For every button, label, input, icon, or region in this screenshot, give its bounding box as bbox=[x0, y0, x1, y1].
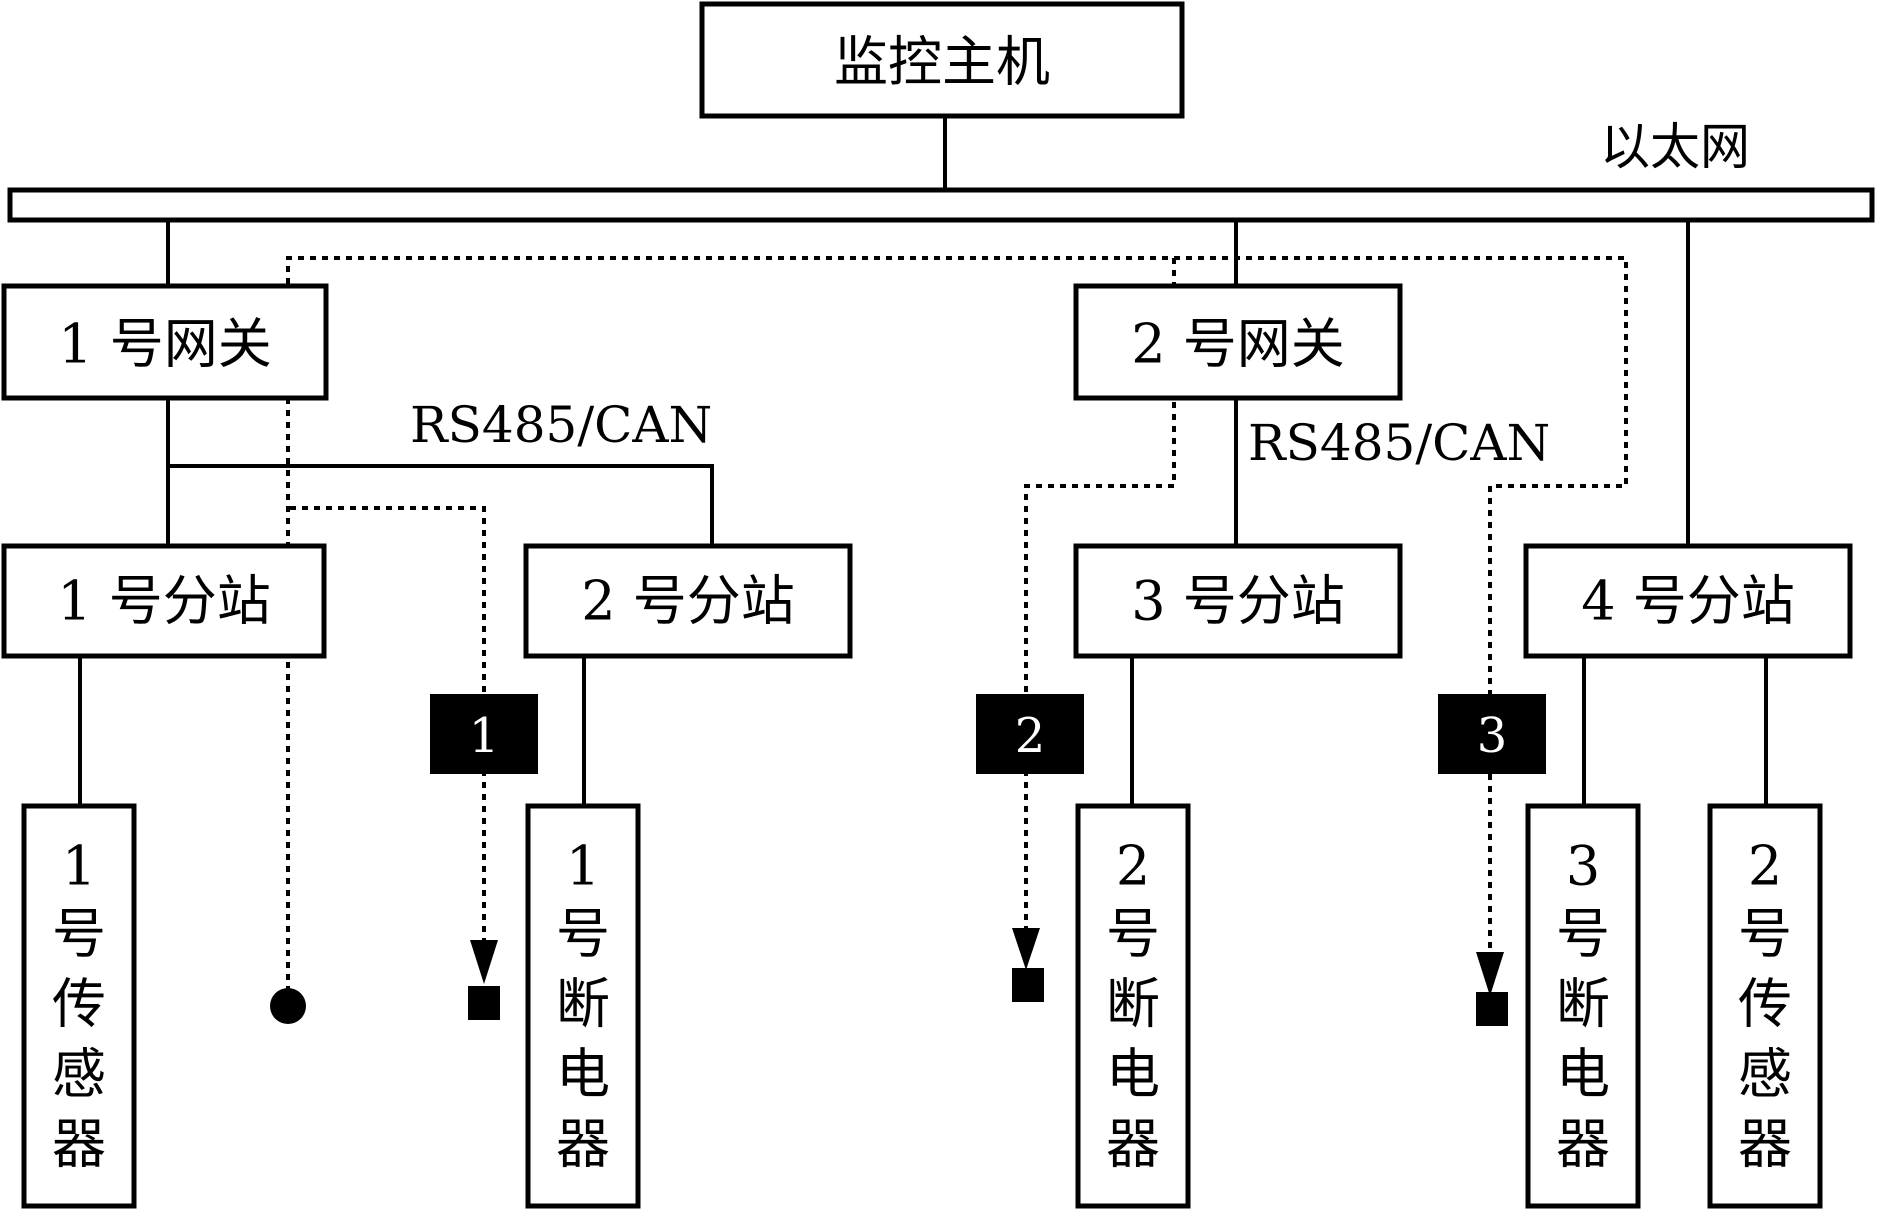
badge-2 bbox=[976, 694, 1084, 774]
sensor-1-char-2: 号 bbox=[52, 903, 106, 966]
breaker-3-char-4: 电 bbox=[1556, 1043, 1610, 1106]
substation-3-box bbox=[1073, 543, 1403, 659]
gateway-2-box bbox=[1073, 283, 1403, 401]
substation-4-label: 4 号分站 bbox=[1581, 570, 1795, 633]
breaker-2-char-3: 断 bbox=[1106, 973, 1160, 1036]
monitoring-host-box bbox=[699, 1, 1185, 119]
endpoint-square-1-icon bbox=[468, 986, 500, 1020]
gateway-1-to-substation-2-link bbox=[168, 464, 714, 544]
fieldbus-label-1: RS485/CAN bbox=[410, 396, 712, 454]
arrowhead-2-icon bbox=[1012, 928, 1040, 970]
gateway-1-label: 1 号网关 bbox=[58, 313, 272, 376]
breaker-1-char-2: 号 bbox=[556, 903, 610, 966]
breaker-1-char-1: 1 bbox=[566, 835, 600, 898]
sensor-2-char-2: 号 bbox=[1738, 903, 1792, 966]
breaker-3-char-1: 3 bbox=[1566, 835, 1600, 898]
control-path-1 bbox=[290, 506, 486, 940]
arrowhead-1-icon bbox=[470, 940, 498, 984]
breaker-1-box bbox=[525, 803, 641, 1209]
badge-3 bbox=[1438, 694, 1546, 774]
badge-1 bbox=[430, 694, 538, 774]
substation-4-box bbox=[1523, 543, 1853, 659]
origin-dot-icon bbox=[270, 988, 306, 1024]
endpoint-square-3-icon bbox=[1476, 992, 1508, 1026]
breaker-2-char-5: 器 bbox=[1106, 1113, 1160, 1176]
sensor-2-box bbox=[1707, 803, 1823, 1209]
breaker-3-char-2: 号 bbox=[1556, 903, 1610, 966]
breaker-2-char-2: 号 bbox=[1106, 903, 1160, 966]
badge-3-label: 3 bbox=[1477, 708, 1508, 764]
endpoint-square-2-icon bbox=[1012, 968, 1044, 1002]
substation-1-label: 1 号分站 bbox=[57, 570, 271, 633]
breaker-1-char-5: 器 bbox=[556, 1113, 610, 1176]
breaker-3-char-5: 器 bbox=[1556, 1113, 1610, 1176]
breaker-3-box bbox=[1525, 803, 1641, 1209]
gateway-2-label: 2 号网关 bbox=[1131, 313, 1345, 376]
sensor-1-char-5: 器 bbox=[52, 1113, 106, 1176]
breaker-2-box bbox=[1075, 803, 1191, 1209]
sensor-1: 1 号 传 感 器 bbox=[21, 803, 137, 1209]
breaker-1-char-4: 电 bbox=[556, 1043, 610, 1106]
substation-1-box bbox=[1, 543, 327, 659]
solid-connections bbox=[78, 118, 1768, 806]
badge-2-label: 2 bbox=[1015, 708, 1046, 764]
breaker-3: 3 号 断 电 器 bbox=[1525, 803, 1641, 1209]
breaker-2: 2 号 断 电 器 bbox=[1075, 803, 1191, 1209]
substation-3-label: 3 号分站 bbox=[1131, 570, 1345, 633]
gateway-1-box bbox=[1, 283, 329, 401]
substation-2-label: 2 号分站 bbox=[581, 570, 795, 633]
breaker-1: 1 号 断 电 器 bbox=[525, 803, 641, 1209]
sensor-1-char-1: 1 bbox=[62, 835, 96, 898]
monitoring-host-label: 监控主机 bbox=[834, 31, 1050, 94]
fieldbus-label-2: RS485/CAN bbox=[1248, 414, 1550, 472]
sensor-2-char-1: 2 bbox=[1748, 835, 1782, 898]
substation-2-box bbox=[523, 543, 853, 659]
ethernet-bus-label: 以太网 bbox=[1600, 118, 1750, 176]
breaker-2-char-4: 电 bbox=[1106, 1043, 1160, 1106]
breaker-3-char-3: 断 bbox=[1556, 973, 1610, 1036]
sensor-2-char-5: 器 bbox=[1738, 1113, 1792, 1176]
sensor-1-char-3: 传 bbox=[52, 973, 106, 1036]
dashed-control-paths bbox=[286, 256, 1628, 992]
arrowhead-3-icon bbox=[1476, 952, 1504, 996]
sensor-2-char-4: 感 bbox=[1738, 1043, 1792, 1106]
sensor-1-char-4: 感 bbox=[52, 1043, 106, 1106]
control-path-3 bbox=[286, 256, 1628, 992]
sensor-2-char-3: 传 bbox=[1738, 973, 1792, 1036]
breaker-2-char-1: 2 bbox=[1116, 835, 1150, 898]
sensor-2: 2 号 传 感 器 bbox=[1707, 803, 1823, 1209]
ethernet-bus bbox=[7, 187, 1875, 223]
breaker-1-char-3: 断 bbox=[556, 973, 610, 1036]
sensor-1-box bbox=[21, 803, 137, 1209]
badge-1-label: 1 bbox=[469, 708, 500, 764]
